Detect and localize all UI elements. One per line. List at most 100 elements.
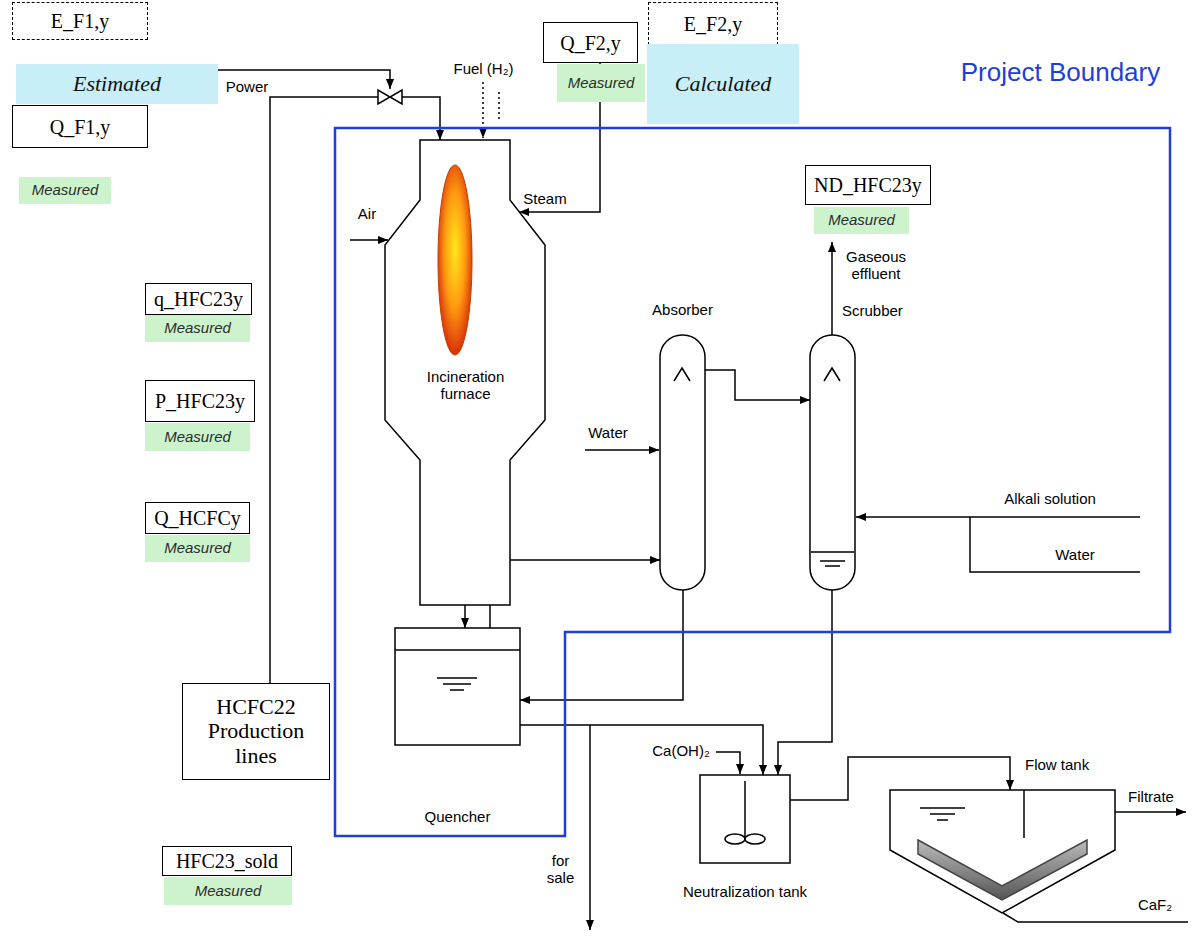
quencher-tank: Quencher <box>395 628 520 745</box>
sludge-layer <box>918 840 1087 900</box>
flow-connector <box>490 560 660 628</box>
measured-band: Measured <box>145 535 250 562</box>
measured-band: Measured <box>19 177 111 204</box>
estimate-box: E_F1,yEstimated <box>12 2 148 40</box>
absorber-column: Absorber <box>660 335 705 590</box>
node-label: Absorber <box>645 301 720 318</box>
parameter-box: P_HFC23yMeasured <box>145 380 255 422</box>
node-label: Scrubber <box>842 302 917 319</box>
liquid-level <box>437 677 477 679</box>
scrubber-column-shape <box>810 335 855 590</box>
unit-name: Flow tank <box>1025 756 1089 773</box>
flow-tank: Flow tank <box>890 790 1115 915</box>
flow-connector <box>520 725 763 775</box>
fuel-line <box>482 82 484 138</box>
parameter-box: q_HFC23yMeasured <box>145 283 252 315</box>
stream-label: Ca(OH)₂ <box>652 742 710 759</box>
stream-label: Gaseous effluent <box>846 248 906 282</box>
parameter-name: q_HFC23y <box>154 288 243 310</box>
liquid-level <box>443 683 471 685</box>
process-label: Water <box>1050 546 1100 563</box>
stream-label: for sale <box>547 852 575 886</box>
unit-name: Absorber <box>652 301 713 318</box>
unit-name: Incineration furnace <box>427 368 505 402</box>
baffle <box>1023 790 1025 838</box>
process-label: Steam <box>520 190 570 207</box>
process-label: Air <box>352 205 382 222</box>
unit-name: Quencher <box>425 808 491 825</box>
liquid-level <box>450 689 464 691</box>
valve-symbol <box>390 90 402 104</box>
measured-tag: Measured <box>164 429 231 446</box>
unit-name: Neutralization tank <box>683 883 807 900</box>
liquid-level <box>825 565 840 567</box>
liquid-level <box>811 551 854 553</box>
stream-label: Power <box>226 78 269 95</box>
parameter-name: P_HFC23y <box>155 390 245 412</box>
process-label: Fuel (H₂) <box>446 60 521 77</box>
stream-label: Fuel (H₂) <box>454 60 514 77</box>
estimate-tag: Estimated <box>73 72 161 96</box>
neutralization-tank: Neutralization tank <box>700 775 790 863</box>
measured-tag: Measured <box>32 182 99 199</box>
parameter-name: E_F1,y <box>51 10 109 32</box>
quencher-outline <box>395 628 520 745</box>
furnace-outline <box>385 140 545 605</box>
node-label: Incineration furnace <box>418 368 513 403</box>
column-outline <box>660 335 705 590</box>
alkali-arrow <box>856 516 1140 518</box>
parameter-box: Q_F1,yMeasured <box>12 105 148 148</box>
lime-arrow <box>716 752 740 774</box>
parameter-name: HCFC22 Production lines <box>191 695 321 768</box>
node-label: Quencher <box>415 808 500 825</box>
valve-symbol <box>378 90 390 104</box>
measured-tag: Measured <box>828 212 895 229</box>
liquid-level <box>395 649 520 651</box>
spray-symbol <box>674 368 690 381</box>
flow-connector <box>464 605 466 628</box>
effluent-arrow <box>831 242 833 335</box>
parameter-box: HFC23_soldMeasured <box>162 846 292 876</box>
process-label: Ca(OH)₂ <box>648 742 714 759</box>
sale-arrow <box>589 725 591 930</box>
stirrer-shaft <box>744 781 746 837</box>
flow-connector <box>705 370 810 400</box>
unit-name: Scrubber <box>842 302 903 319</box>
measured-band: Measured <box>164 877 292 905</box>
process-label: Alkali solution <box>990 490 1110 507</box>
process-label: Filtrate <box>1120 788 1182 805</box>
liquid-level <box>820 560 845 562</box>
liquid-level <box>937 819 948 821</box>
absorber-column-shape <box>660 335 705 590</box>
measured-tag: Measured <box>164 540 231 557</box>
measured-band: Measured <box>814 207 909 234</box>
estimate-band: Estimated <box>16 64 218 104</box>
flow-connector <box>520 590 683 700</box>
process-label: Water <box>583 424 633 441</box>
fuel-line <box>498 92 500 120</box>
stream-label: Water <box>588 424 627 441</box>
quencher-tank-shape <box>395 628 520 745</box>
parameter-name: Q_F2,y <box>560 32 621 54</box>
stream-label: Alkali solution <box>1004 490 1096 507</box>
parameter-name: E_F2,y <box>684 13 742 35</box>
liquid-level <box>930 813 955 815</box>
stream-label: Water <box>1055 546 1094 563</box>
boundary-outline <box>335 128 1170 836</box>
measured-tag: Measured <box>164 320 231 337</box>
estimate-band: Calculated <box>647 44 799 124</box>
stream-label: Filtrate <box>1128 788 1174 805</box>
sludge-line <box>1003 913 1188 922</box>
boundary-title: Project Boundary <box>961 57 1160 87</box>
measured-band: Measured <box>557 64 645 102</box>
neutralization-tank-shape <box>700 775 790 863</box>
scrubber-column: Scrubber <box>810 335 855 590</box>
water-line <box>970 517 1140 572</box>
parameter-name: ND_HFC23y <box>814 174 922 196</box>
parameter-name: HFC23_sold <box>176 850 278 872</box>
stirrer-blade <box>725 834 745 844</box>
column-outline <box>810 335 855 590</box>
spray-symbol <box>824 368 840 381</box>
process-label: for sale <box>538 852 583 887</box>
estimate-box: E_F2,yCalculated <box>648 2 778 45</box>
